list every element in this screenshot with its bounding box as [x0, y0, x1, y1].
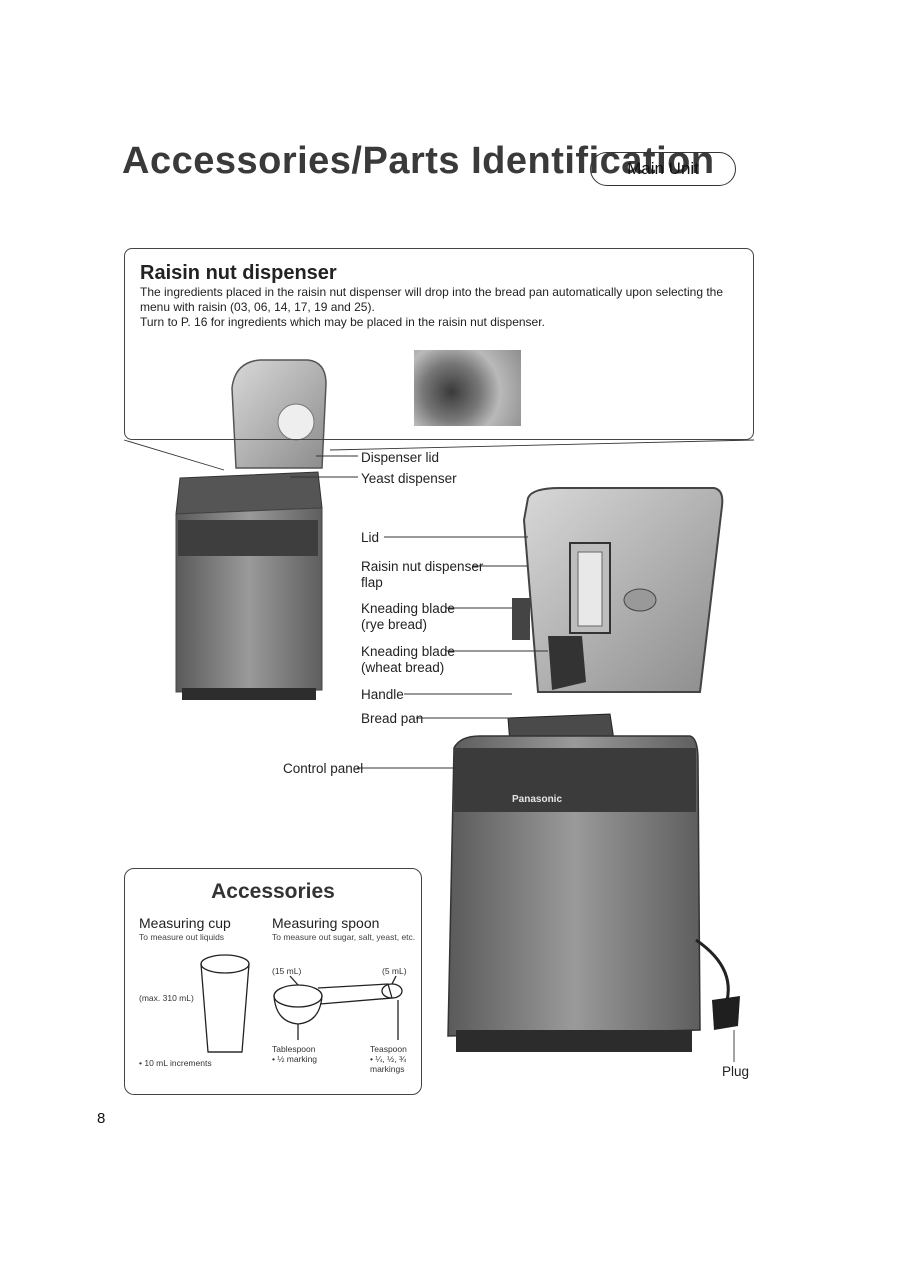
main-unit-tag: Main Unit — [590, 152, 736, 186]
measuring-cup-capacity: (max. 310 mL) — [139, 993, 194, 1003]
measuring-cup-increments: • 10 mL increments — [139, 1058, 212, 1068]
label-control-panel: Control panel — [283, 761, 364, 776]
label-kneading-blade-rye: Kneading blade (rye bread) — [361, 601, 455, 633]
leader-lines — [123, 439, 755, 1062]
small-unit-illustration — [175, 359, 327, 700]
label-lid: Lid — [361, 530, 380, 545]
tablespoon-label: Tablespoon • ½ marking — [272, 1044, 317, 1064]
label-raisin-flap-line-1: Raisin nut dispenser — [361, 559, 484, 574]
measuring-cup-illustration — [200, 954, 250, 1053]
raisin-dispenser-callout — [124, 248, 754, 440]
spoon-size-large: (15 mL) — [272, 966, 302, 976]
teaspoon-note-2: markings — [370, 1064, 405, 1074]
measuring-spoon-illustration — [273, 975, 403, 1040]
spoon-size-small: (5 mL) — [382, 966, 407, 976]
label-kneading-rye-line-1: Kneading blade — [361, 601, 455, 616]
label-plug: Plug — [722, 1064, 750, 1079]
label-raisin-flap: Raisin nut dispenser flap — [361, 559, 483, 591]
label-handle: Handle — [361, 687, 404, 702]
accessories-title: Accessories — [211, 880, 335, 903]
teaspoon-label: Teaspoon • ¼, ½, ¾ markings — [370, 1044, 407, 1074]
tablespoon-name: Tablespoon — [272, 1044, 316, 1054]
large-unit-illustration — [447, 487, 740, 1052]
label-bread-pan: Bread pan — [361, 711, 424, 726]
raisin-dispenser-photo — [414, 350, 521, 426]
label-kneading-blade-wheat: Kneading blade (wheat bread) — [361, 644, 455, 676]
raisin-dispenser-heading: Raisin nut dispenser — [140, 262, 337, 284]
raisin-text-line-1: The ingredients placed in the raisin nut… — [140, 285, 724, 299]
raisin-text-line-3: Turn to P. 16 for ingredients which may … — [140, 315, 545, 329]
page-title: Accessories/Parts Identification — [122, 140, 715, 182]
teaspoon-note-1: • ¼, ½, ¾ — [370, 1054, 407, 1064]
raisin-dispenser-description: The ingredients placed in the raisin nut… — [140, 285, 740, 330]
label-raisin-flap-line-2: flap — [361, 575, 383, 590]
measuring-spoon-name: Measuring spoon — [272, 915, 380, 931]
label-kneading-rye-line-2: (rye bread) — [361, 617, 428, 632]
brand-logo: Panasonic — [512, 794, 563, 805]
measuring-spoon-purpose: To measure out sugar, salt, yeast, etc. — [272, 932, 416, 942]
raisin-text-line-2: menu with raisin (03, 06, 14, 17, 19 and… — [140, 300, 375, 314]
label-dispenser-lid: Dispenser lid — [361, 450, 440, 465]
teaspoon-name: Teaspoon — [370, 1044, 407, 1054]
label-kneading-wheat-line-1: Kneading blade — [361, 644, 455, 659]
label-kneading-wheat-line-2: (wheat bread) — [361, 660, 445, 675]
measuring-cup-name: Measuring cup — [139, 915, 231, 931]
measuring-cup-purpose: To measure out liquids — [139, 932, 225, 942]
accessories-panel — [124, 868, 422, 1095]
tablespoon-note: • ½ marking — [272, 1054, 318, 1064]
page-number: 8 — [97, 1110, 106, 1127]
label-yeast-dispenser: Yeast dispenser — [361, 471, 457, 486]
